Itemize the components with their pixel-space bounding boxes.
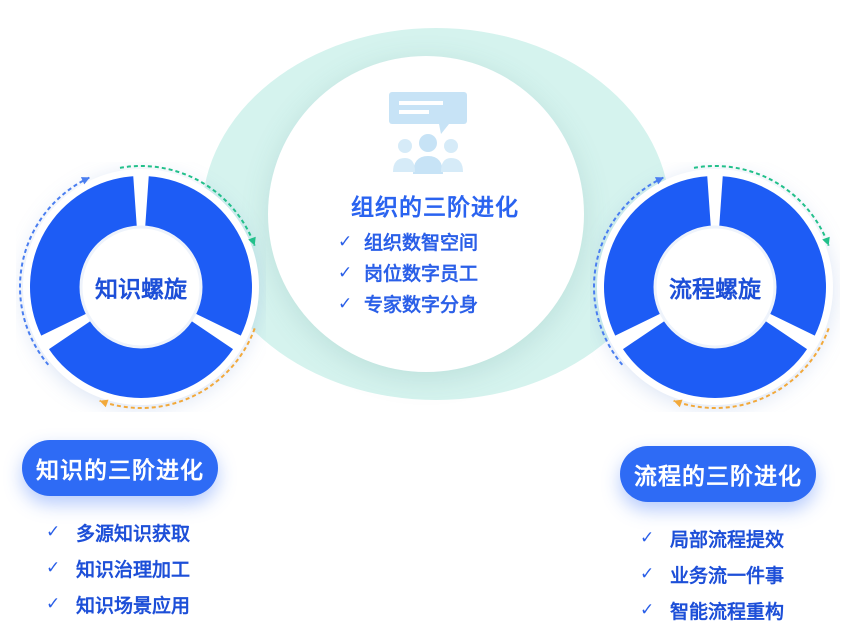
ring-segment [604,176,712,336]
left-ring-label: 知识螺旋 [95,277,187,303]
right-item-label: 智能流程重构 [670,600,785,623]
cycle-arrow [693,165,830,246]
right-item-label: 局部流程提效 [670,528,785,551]
cycle-arrow [593,176,665,366]
arrow-head-icon [99,399,109,408]
process-evolution-pill: 流程的三阶进化 [620,446,816,502]
right-list-item: ✓ 业务流一件事 [640,556,784,592]
arrow-head-icon [654,177,664,185]
left-item-label: 知识场景应用 [76,594,191,617]
right-ring-label: 流程螺旋 [669,277,761,303]
check-icon: ✓ [338,231,353,252]
knowledge-evolution-pill: 知识的三阶进化 [22,440,218,496]
right-list-item: ✓ 智能流程重构 [640,592,784,628]
knowledge-spiral-ring [19,165,259,409]
check-icon: ✓ [640,564,655,584]
process-spiral-ring [593,165,833,409]
left-list-item: ✓ 知识治理加工 [46,550,190,586]
left-item-label: 多源知识获取 [76,522,191,545]
arrow-head-icon [248,236,256,246]
center-list-item: ✓ 专家数字分身 [338,288,478,319]
ring-segment [622,318,808,399]
cycle-arrow [119,165,256,246]
ring-segment [48,318,234,399]
check-icon: ✓ [338,262,353,283]
check-icon: ✓ [46,522,61,542]
ring-segment [144,176,252,336]
check-icon: ✓ [640,600,655,620]
arrow-head-icon [80,177,90,185]
check-icon: ✓ [46,594,61,614]
right-list-item: ✓ 局部流程提效 [640,520,784,556]
center-list: ✓ 组织数智空间 ✓ 岗位数字员工 ✓ 专家数字分身 [338,226,478,319]
check-icon: ✓ [46,558,61,578]
cycle-arrow [99,328,256,409]
arrow-head-icon [673,399,683,408]
left-list-item: ✓ 知识场景应用 [46,586,190,622]
cycle-arrow [673,328,830,409]
cycle-arrow [19,176,91,366]
center-list-item: ✓ 组织数智空间 [338,226,478,257]
center-item-label: 组织数智空间 [364,232,479,254]
center-item-label: 岗位数字员工 [364,263,479,285]
right-item-label: 业务流一件事 [670,564,785,587]
center-title: 组织的三阶进化 [351,195,519,221]
right-list: ✓ 局部流程提效 ✓ 业务流一件事 ✓ 智能流程重构 [640,520,784,628]
ring-center [653,225,777,349]
center-list-item: ✓ 岗位数字员工 [338,257,478,288]
check-icon: ✓ [640,528,655,548]
center-item-label: 专家数字分身 [364,294,479,316]
left-item-label: 知识治理加工 [76,558,191,581]
left-list-item: ✓ 多源知识获取 [46,514,190,550]
team-chat-icon [389,92,467,174]
left-list: ✓ 多源知识获取 ✓ 知识治理加工 ✓ 知识场景应用 [46,514,190,622]
arrow-head-icon [822,236,830,246]
ring-segment [718,176,826,336]
ring-segment [30,176,138,336]
ring-center [79,225,203,349]
check-icon: ✓ [338,293,353,314]
